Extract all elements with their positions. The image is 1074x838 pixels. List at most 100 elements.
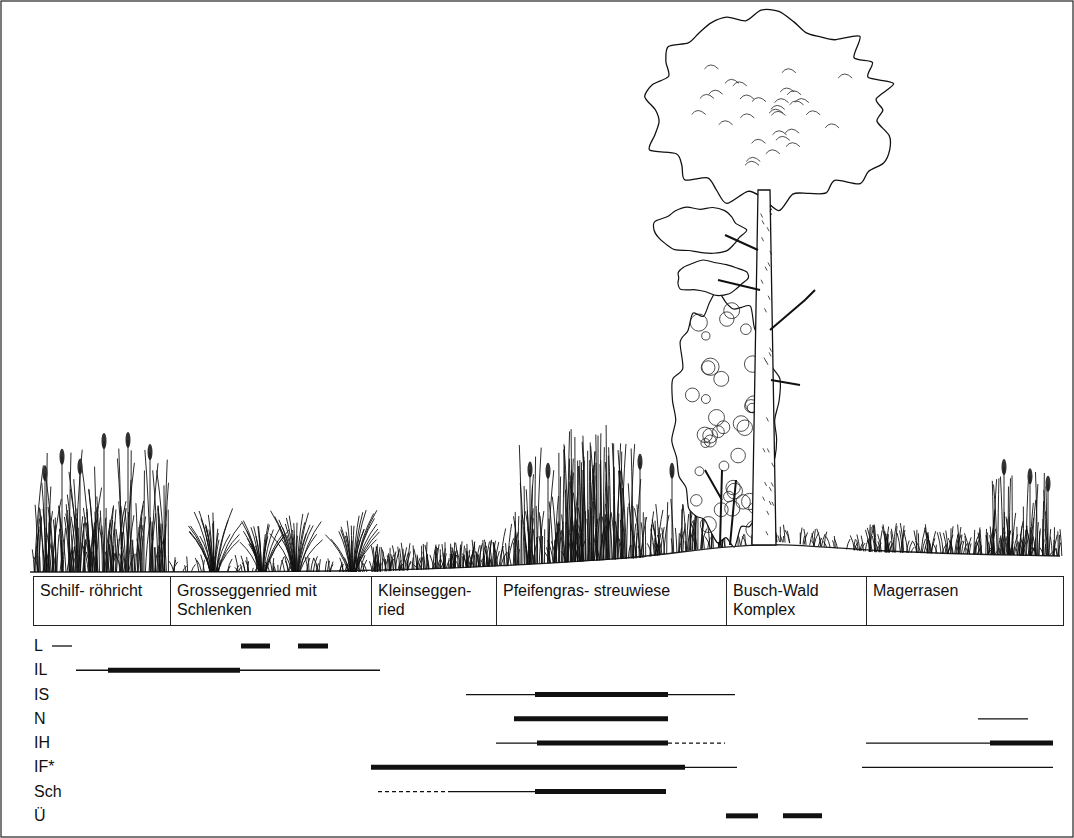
grass-blade [380,547,381,571]
grass-blade [902,525,904,552]
grass-blade [593,452,595,561]
grass-blade [583,461,584,562]
grass-blade [141,516,146,572]
grass-blade [948,547,950,553]
grass-blade [861,543,865,551]
grass-blade [537,448,541,564]
grass-blade [426,542,428,569]
grass-blade [667,502,668,554]
grass-blade [660,527,664,555]
shrub-leaf [709,410,725,426]
grass-blade [689,510,693,551]
grass-blade [1030,476,1031,555]
grass-blade [251,527,261,572]
grass-blade [555,496,559,563]
crown-detail [752,98,766,102]
crown-detail [746,157,760,161]
grass-blade [454,553,456,568]
shrub-leaf [741,324,752,335]
grass-blade [153,470,158,572]
grass-blade [880,530,883,552]
shrub-leaf [704,435,716,447]
shrub-leaf [713,426,725,438]
grass-blade [925,524,927,553]
grass-blade [74,479,78,572]
grass-blade [655,541,659,556]
grass-blade [39,516,41,572]
grass-blade [911,547,914,553]
grass-blade [421,546,422,570]
grass-blade [609,447,612,559]
grass-blade [423,552,425,570]
grass-blade [826,537,830,548]
grass-blade [1043,473,1045,556]
grass-blade [508,524,512,566]
grass-blade [325,561,326,572]
shrub-leaf [695,467,704,476]
grass-blade [464,555,467,567]
grass-blade [558,453,559,563]
grass-blade [1000,477,1003,555]
grass-blade [80,517,85,572]
grass-blade [439,563,441,568]
grass-blade [68,510,70,572]
crown-detail [782,69,796,73]
grass-blade [450,550,453,568]
bark-mark [763,497,765,501]
grass-blade [308,557,309,572]
grass-blade [783,525,785,543]
bark-mark [770,206,772,210]
grass-blade [655,541,660,555]
grass-blade [444,553,446,568]
grass-blade [544,529,545,563]
trees [645,9,894,547]
crown-detail [780,88,794,92]
shrub-leaf [717,421,730,434]
range-bar [535,692,668,697]
grass-blade [925,528,928,553]
grass-blade [787,531,789,543]
grass-blade [612,443,615,559]
range-bar [466,694,735,695]
row-label: Sch [33,783,63,801]
range-bar [685,767,737,768]
shrub-leaf [700,517,716,533]
grass-blade [444,548,446,568]
grass-blade [564,449,567,562]
grass-blade [744,535,746,545]
grass-blade [40,509,43,572]
grass-blade [227,559,232,572]
shrub-leaf [714,371,729,386]
grass-blade [130,450,131,572]
crown-detail [709,90,723,94]
tree-branch [718,235,815,385]
grass-blade [607,456,608,560]
tree-crown [654,207,747,253]
grass-blade [1059,535,1060,556]
row-label: IH [33,734,51,752]
grass-blade [446,560,449,568]
grass-blade [1039,529,1041,556]
range-bar [535,789,666,794]
grass-blade [1000,549,1001,555]
shrub-leaf [737,420,753,436]
grass-blade [599,433,601,560]
zone-box: Grosseggenried mit Schlenken [170,576,372,626]
grass-blade [252,568,254,572]
grass-blade [206,526,213,572]
grass-blade [962,541,964,554]
grass-blade [1026,477,1029,555]
grass-blade [474,542,476,567]
grass-blade [548,470,554,563]
grass-blade [463,554,467,568]
grass-blade [83,534,89,572]
zone-box: Magerrasen [866,576,1064,626]
grass-blade [286,518,294,572]
grass-blade [613,444,614,560]
grass-blade [1049,529,1051,556]
grass-blade [378,560,381,571]
grass-blade [956,540,958,554]
bark-mark [769,487,771,491]
grass-blade [476,545,480,567]
